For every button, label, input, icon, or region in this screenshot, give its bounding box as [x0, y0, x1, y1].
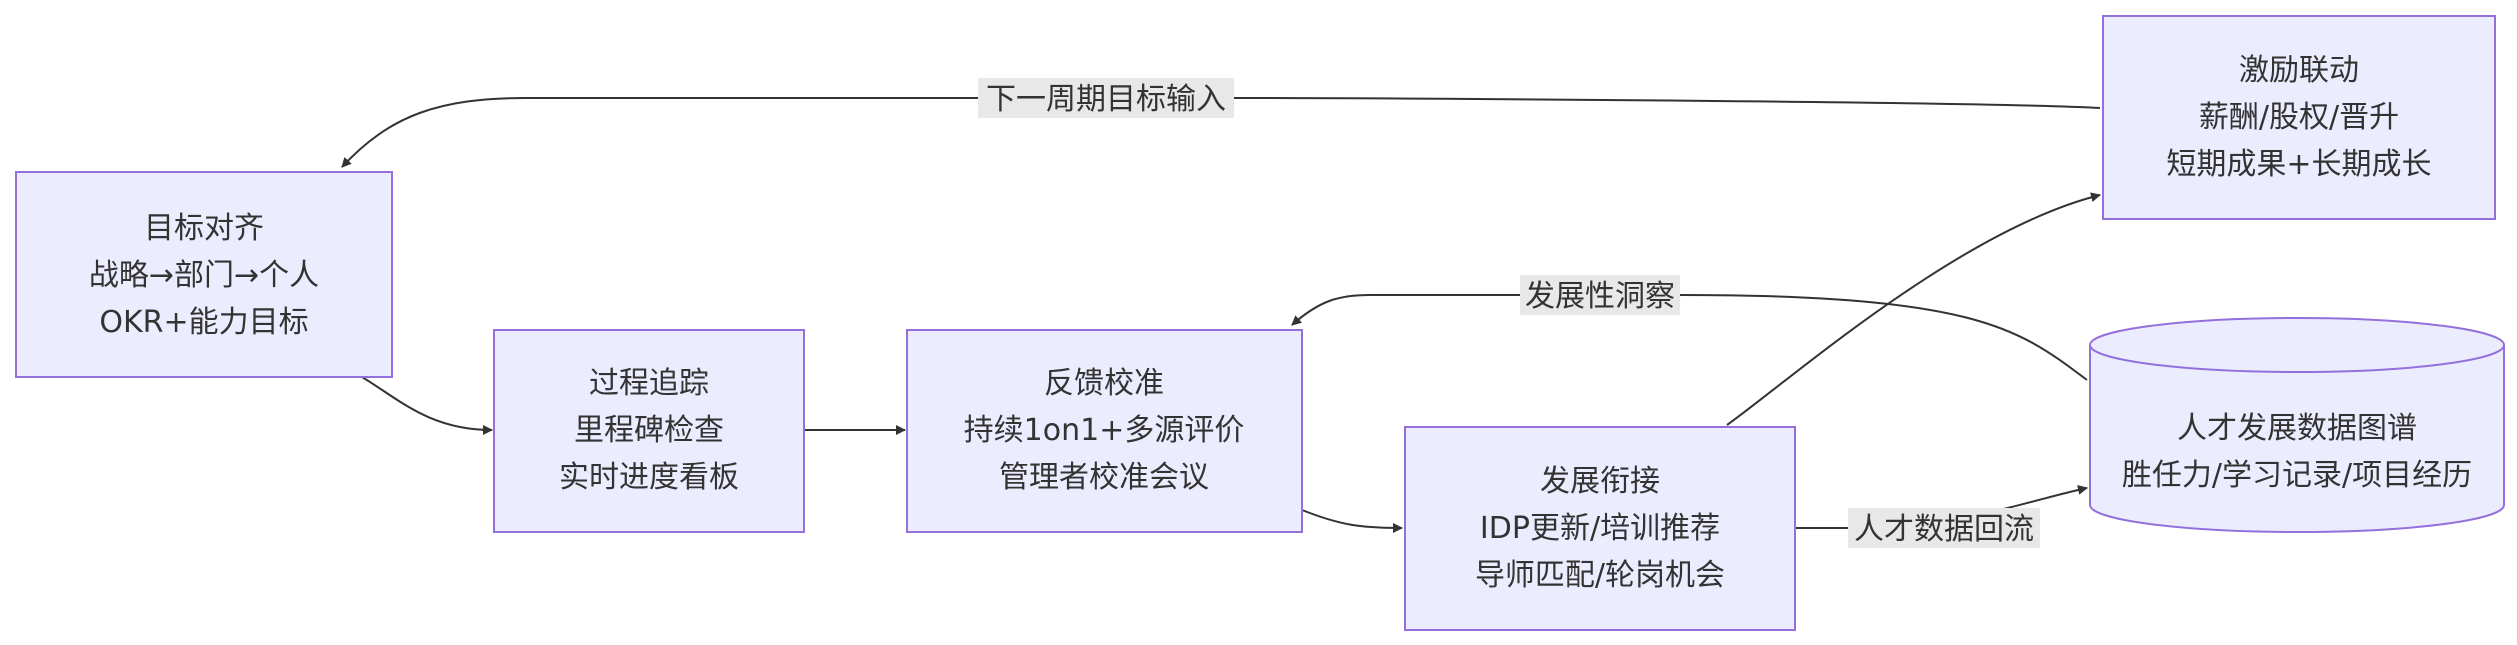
node-talent-line2: 胜任力/学习记录/项目经历 [2122, 458, 2472, 493]
edge-talent-to-feedback [1291, 294, 2088, 381]
node-track-line3: 实时进度看板 [559, 460, 739, 495]
node-goal[interactable]: 目标对齐 战略→部门→个人 OKR+能力目标 [15, 171, 393, 378]
node-incentive[interactable]: 激励联动 薪酬/股权/晋升 短期成果+长期成长 [2102, 15, 2496, 220]
edge-label-next-cycle-text: 下一周期目标输入 [986, 82, 1226, 117]
node-track-line2: 里程碑检查 [574, 413, 724, 448]
edge-label-backflow-text: 人才数据回流 [1854, 512, 2034, 547]
node-incentive-title: 激励联动 [2239, 53, 2359, 88]
edge-label-next-cycle: 下一周期目标输入 [978, 78, 1234, 118]
node-track[interactable]: 过程追踪 里程碑检查 实时进度看板 [493, 329, 805, 533]
node-develop-line2: IDP更新/培训推荐 [1480, 511, 1720, 546]
node-develop-line3: 导师匹配/轮岗机会 [1475, 558, 1725, 593]
node-goal-line3: OKR+能力目标 [99, 305, 308, 340]
node-goal-title: 目标对齐 [144, 211, 264, 246]
node-feedback-line3: 管理者校准会议 [999, 460, 1209, 495]
node-track-title: 过程追踪 [589, 366, 709, 401]
node-feedback[interactable]: 反馈校准 持续1on1+多源评价 管理者校准会议 [906, 329, 1303, 533]
node-talent-title: 人才发展数据图谱 [2177, 411, 2417, 446]
node-incentive-line3: 短期成果+长期成长 [2166, 147, 2431, 182]
node-develop[interactable]: 发展衔接 IDP更新/培训推荐 导师匹配/轮岗机会 [1404, 426, 1796, 631]
edge-incentive-to-goal [341, 97, 2101, 168]
node-goal-line2: 战略→部门→个人 [89, 258, 319, 293]
edge-feedback-to-develop [1301, 509, 1403, 533]
edge-label-insight: 发展性洞察 [1520, 275, 1680, 315]
node-feedback-title: 反馈校准 [1044, 366, 1164, 401]
edge-label-backflow: 人才数据回流 [1848, 508, 2040, 548]
edge-label-insight-text: 发展性洞察 [1525, 279, 1675, 314]
edge-goal-to-track [361, 376, 493, 435]
node-feedback-line2: 持续1on1+多源评价 [964, 413, 1245, 448]
edge-develop-to-incentive [1726, 192, 2101, 426]
node-develop-title: 发展衔接 [1540, 464, 1660, 499]
node-talent-database[interactable]: 人才发展数据图谱 胜任力/学习记录/项目经历 [2089, 317, 2505, 533]
node-incentive-line2: 薪酬/股权/晋升 [2199, 100, 2399, 135]
